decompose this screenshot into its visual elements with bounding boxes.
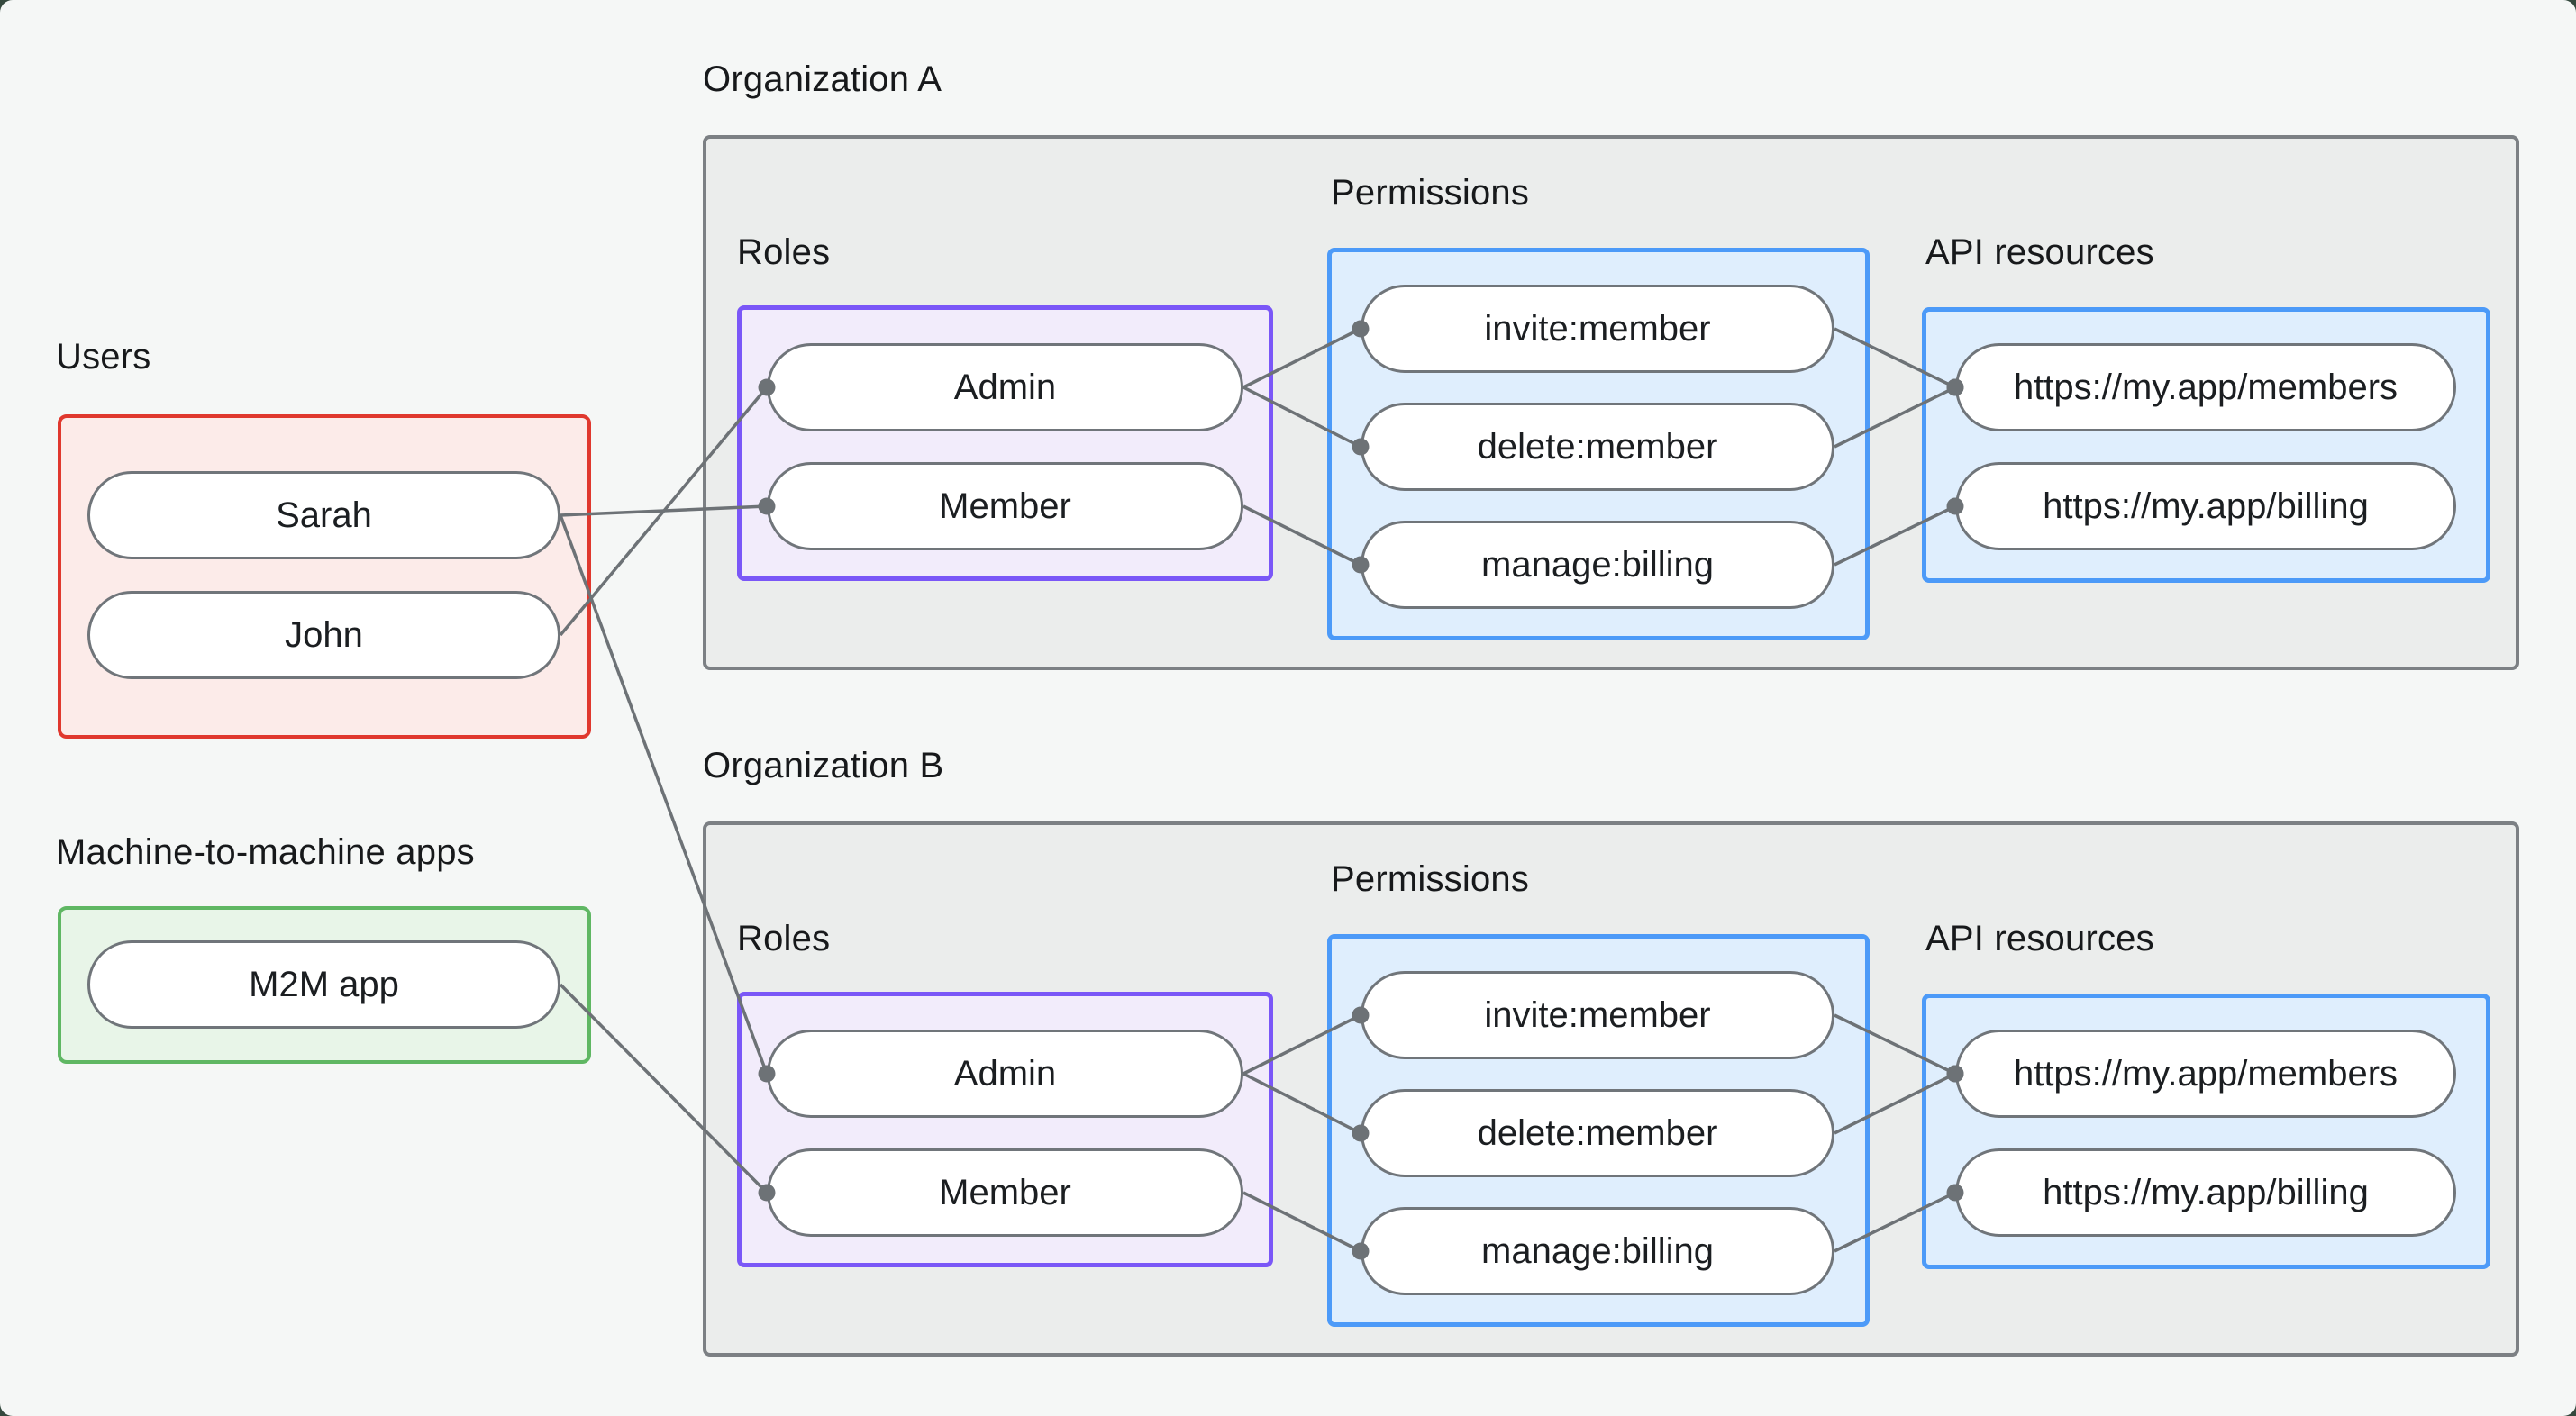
node-org-b-permission-manage-billing: manage:billing xyxy=(1361,1207,1834,1295)
node-org-b-role-member: Member xyxy=(767,1148,1243,1237)
org-a-api-resources-label: API resources xyxy=(1925,232,2154,272)
node-m2m-app: M2M app xyxy=(87,940,560,1029)
org-b-api-resources-label: API resources xyxy=(1925,919,2154,958)
users-group-box xyxy=(58,414,591,739)
org-a-roles-label: Roles xyxy=(737,232,831,272)
node-org-b-permission-invite-member: invite:member xyxy=(1361,971,1834,1059)
node-org-b-api-members: https://my.app/members xyxy=(1955,1030,2456,1118)
org-a-label: Organization A xyxy=(703,59,942,99)
node-user-sarah: Sarah xyxy=(87,471,560,559)
node-org-b-permission-delete-member: delete:member xyxy=(1361,1089,1834,1177)
node-org-a-permission-manage-billing: manage:billing xyxy=(1361,521,1834,609)
node-org-a-role-admin: Admin xyxy=(767,343,1243,431)
org-b-permissions-label: Permissions xyxy=(1331,859,1530,899)
org-b-label: Organization B xyxy=(703,746,944,785)
node-org-a-api-members: https://my.app/members xyxy=(1955,343,2456,431)
node-org-b-role-admin: Admin xyxy=(767,1030,1243,1118)
node-user-john: John xyxy=(87,591,560,679)
node-org-a-permission-delete-member: delete:member xyxy=(1361,403,1834,491)
node-org-b-api-billing: https://my.app/billing xyxy=(1955,1148,2456,1237)
org-a-permissions-label: Permissions xyxy=(1331,173,1530,213)
node-org-a-permission-invite-member: invite:member xyxy=(1361,285,1834,373)
node-org-a-api-billing: https://my.app/billing xyxy=(1955,462,2456,550)
org-b-roles-label: Roles xyxy=(737,919,831,958)
users-group-label: Users xyxy=(56,337,151,377)
m2m-group-label: Machine-to-machine apps xyxy=(56,832,475,872)
node-org-a-role-member: Member xyxy=(767,462,1243,550)
